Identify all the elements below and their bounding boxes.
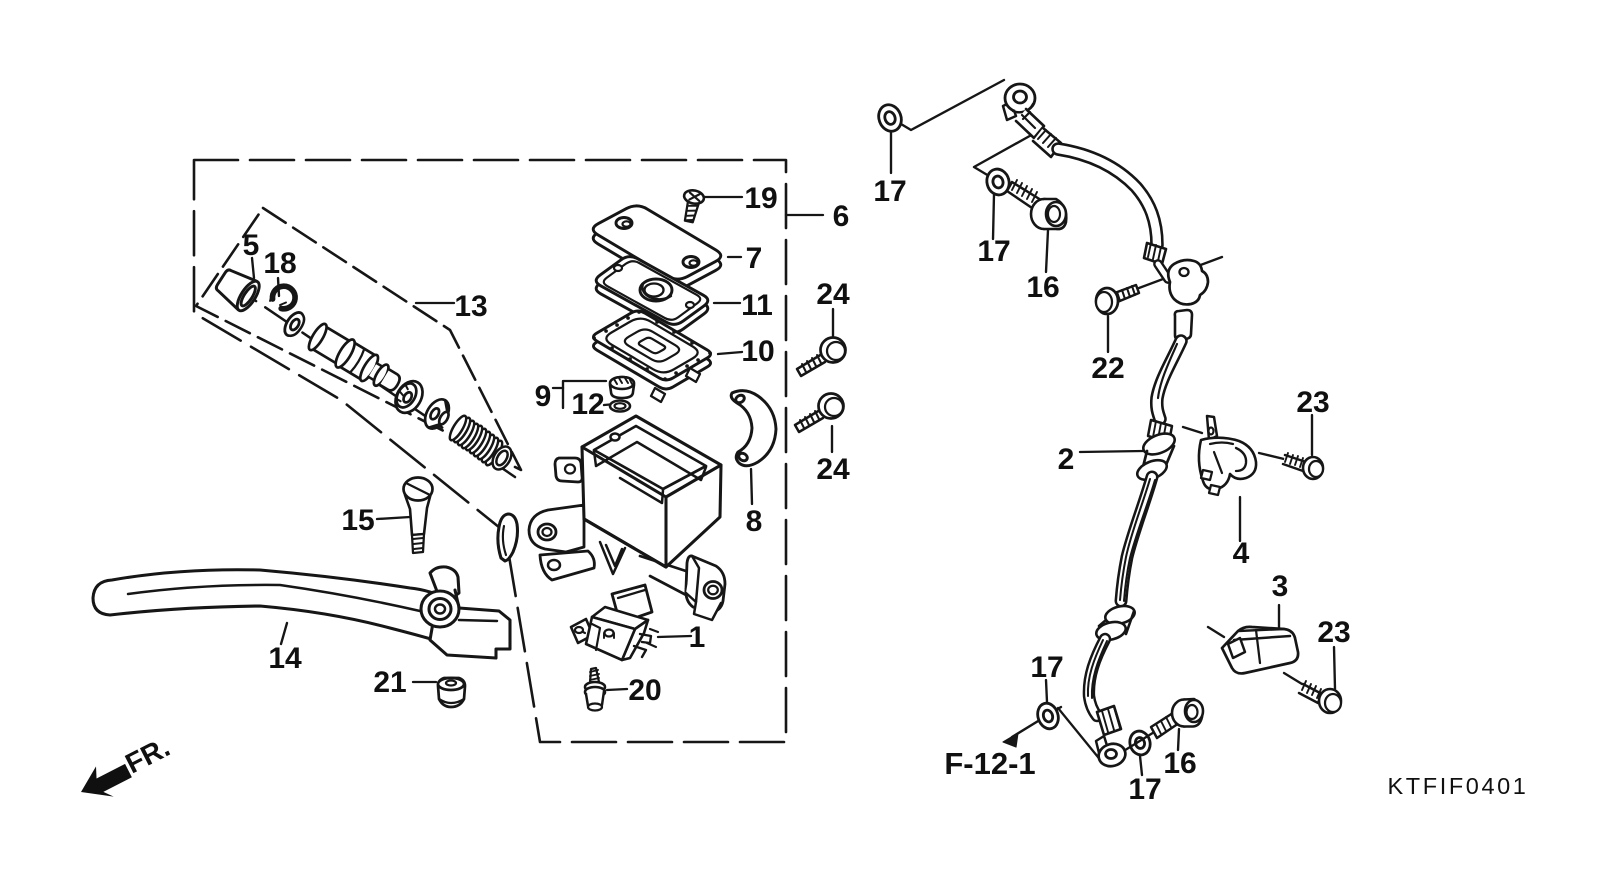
svg-text:17: 17: [873, 175, 906, 208]
svg-text:17: 17: [1030, 651, 1063, 684]
svg-text:20: 20: [628, 674, 661, 707]
svg-text:1: 1: [689, 621, 706, 654]
svg-text:24: 24: [816, 453, 850, 486]
svg-text:14: 14: [268, 642, 302, 675]
svg-text:4: 4: [1233, 537, 1250, 570]
svg-text:19: 19: [744, 182, 777, 215]
svg-text:6: 6: [833, 200, 850, 233]
svg-text:13: 13: [454, 290, 487, 323]
svg-text:12: 12: [571, 388, 604, 421]
svg-text:10: 10: [741, 335, 774, 368]
svg-text:2: 2: [1058, 443, 1075, 476]
svg-text:F-12-1: F-12-1: [944, 746, 1035, 781]
svg-text:16: 16: [1163, 747, 1196, 780]
svg-text:15: 15: [341, 504, 374, 537]
svg-text:7: 7: [746, 242, 763, 275]
svg-text:18: 18: [263, 247, 296, 280]
svg-text:KTFIF0401: KTFIF0401: [1388, 773, 1529, 799]
svg-text:21: 21: [373, 666, 406, 699]
svg-text:3: 3: [1272, 570, 1289, 603]
svg-text:23: 23: [1317, 616, 1350, 649]
svg-text:17: 17: [977, 235, 1010, 268]
svg-text:24: 24: [816, 278, 850, 311]
svg-text:22: 22: [1091, 352, 1124, 385]
svg-text:8: 8: [746, 505, 763, 538]
svg-text:11: 11: [741, 289, 773, 322]
svg-text:16: 16: [1026, 271, 1059, 304]
svg-text:23: 23: [1296, 386, 1329, 419]
svg-text:9: 9: [535, 380, 552, 413]
svg-text:5: 5: [243, 229, 260, 262]
svg-text:17: 17: [1128, 773, 1161, 806]
